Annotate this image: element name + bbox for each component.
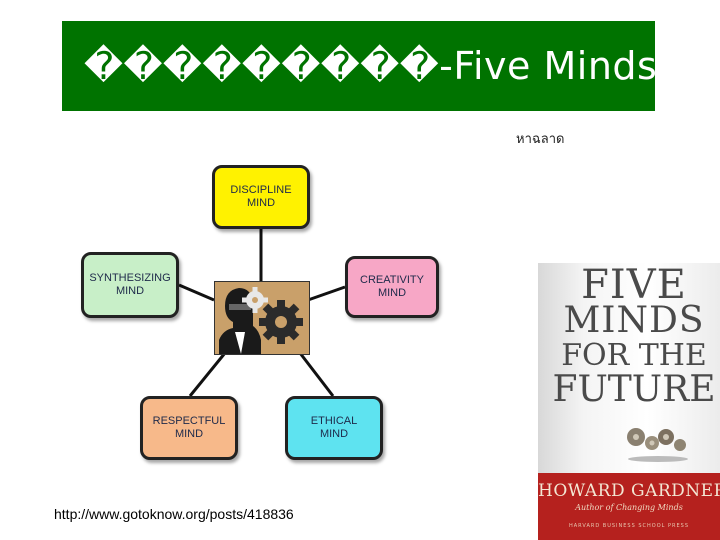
book-gears-icon (627, 428, 688, 462)
book-author-band: HOWARD GARDNER Author of Changing Minds … (538, 473, 720, 540)
book-author-note: Author of Changing Minds (575, 503, 683, 512)
node-ethical-mind: ETHICAL MIND (285, 396, 383, 460)
book-title-line: MINDS (563, 300, 705, 341)
node-respectful-mind: RESPECTFUL MIND (140, 396, 238, 460)
book-author: HOWARD GARDNER (538, 481, 720, 501)
title-banner: ���������-Five Minds (62, 21, 658, 111)
node-creativity-mind: CREATIVITY MIND (345, 256, 439, 318)
book-title-line: FIVE (581, 263, 687, 308)
slide-subtitle: หาฉลาด (516, 132, 565, 147)
book-publisher: HARVARD BUSINESS SCHOOL PRESS (568, 523, 690, 529)
book-cover-image: FIVE MINDS FOR THE FUTURE HOWARD GARDNER… (538, 263, 720, 540)
connector-respectful (188, 352, 227, 397)
slide-title: ���������-Five Minds (84, 44, 658, 88)
gears-head-icon (214, 281, 310, 355)
connector-creativity (307, 285, 346, 302)
connector-synthesizing (178, 283, 215, 302)
source-url: http://www.gotoknow.org/posts/418836 (54, 506, 294, 522)
book-title-line: FOR THE (561, 338, 707, 373)
node-synthesizing-mind: SYNTHESIZING MIND (81, 252, 179, 318)
book-title: FIVE MINDS FOR THE FUTURE (546, 263, 720, 410)
node-discipline-mind: DISCIPLINE MIND (212, 165, 310, 229)
book-title-line: FUTURE (552, 369, 716, 410)
connector-ethical (298, 352, 335, 397)
